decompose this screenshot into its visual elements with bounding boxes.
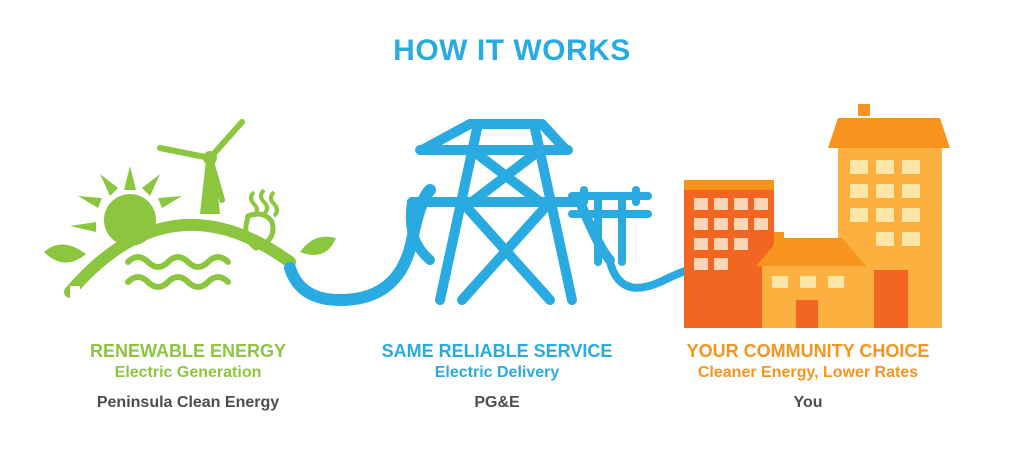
column-provider: PG&E xyxy=(474,394,520,411)
hill-outline xyxy=(64,218,296,298)
transmission-tower-icon xyxy=(405,119,615,305)
page-title: HOW IT WORKS xyxy=(393,34,631,67)
column-renewable-energy: RENEWABLE ENERGY Electric Generation Pen… xyxy=(38,340,338,414)
column-provider: You xyxy=(793,394,823,411)
wind-turbine-icon xyxy=(157,119,245,214)
power-line-generation xyxy=(284,184,436,307)
column-heading: YOUR COMMUNITY CHOICE xyxy=(686,341,930,361)
column-subheading: Electric Delivery xyxy=(434,364,560,381)
leaf-icon xyxy=(44,236,336,263)
renewable-generation-group xyxy=(44,119,336,298)
column-provider: Peninsula Clean Energy xyxy=(96,394,280,411)
column-heading: RENEWABLE ENERGY xyxy=(89,341,287,361)
column-heading: SAME RELIABLE SERVICE xyxy=(381,341,613,361)
sun-icon xyxy=(70,166,182,246)
plug-icon xyxy=(243,188,279,251)
column-subheading: Cleaner Energy, Lower Rates xyxy=(697,364,919,381)
column-reliable-service: SAME RELIABLE SERVICE Electric Delivery … xyxy=(347,340,647,414)
column-community-choice: YOUR COMMUNITY CHOICE Cleaner Energy, Lo… xyxy=(658,340,958,414)
column-subheading: Electric Generation xyxy=(114,364,262,381)
office-tower-icon xyxy=(828,104,950,328)
apartment-building-icon xyxy=(684,180,774,328)
water-waves-icon xyxy=(125,254,231,290)
house-icon xyxy=(756,232,866,328)
